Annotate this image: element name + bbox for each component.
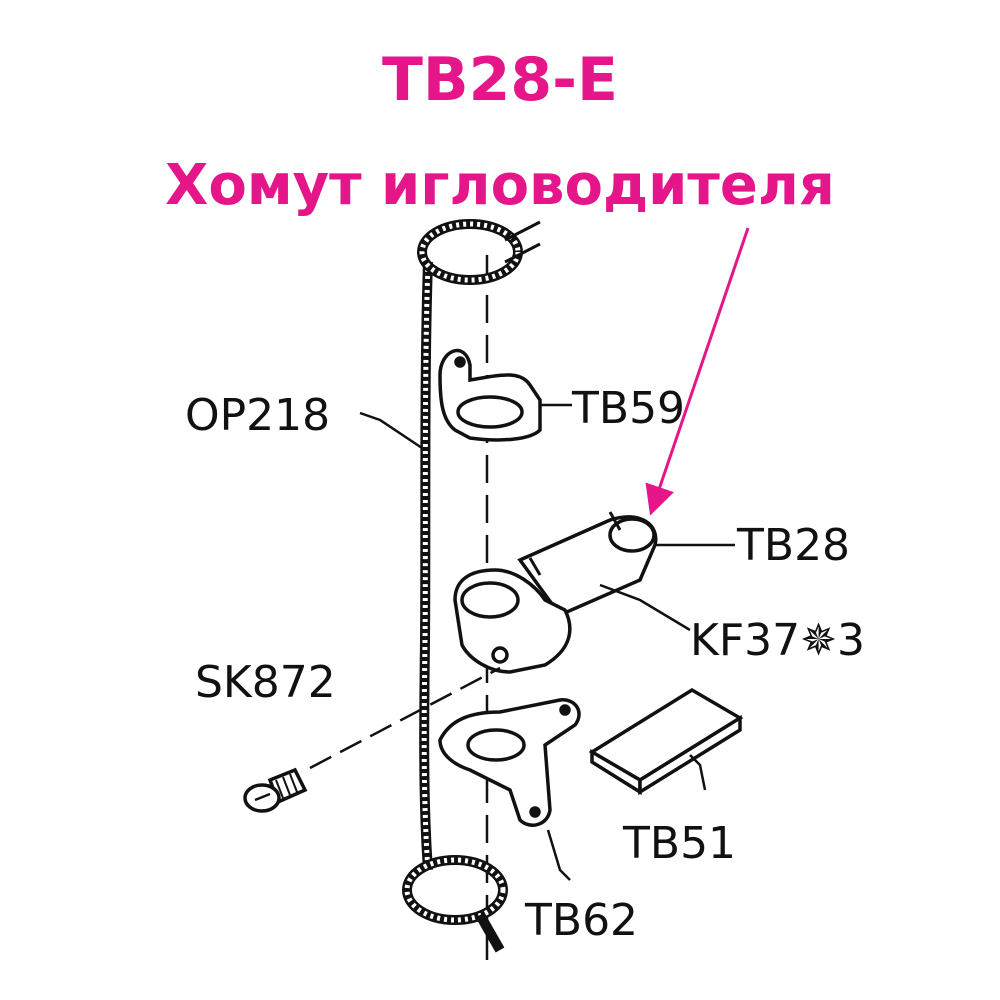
tb62-thread-guide — [438, 698, 581, 827]
tb28-needle-bar-clamp — [453, 511, 658, 674]
label-tb51: TB51 — [622, 818, 736, 869]
tb59-thread-guide — [438, 348, 542, 442]
label-tb28: TB28 — [736, 520, 850, 571]
part-code-title: TB28-E — [381, 45, 619, 115]
label-tb59: TB59 — [571, 383, 685, 434]
tb51-felt-pad — [588, 687, 744, 796]
thread-op218 — [402, 219, 541, 953]
label-kf37: KF37✵3 — [690, 615, 865, 666]
sk872-screw — [243, 767, 308, 813]
part-name-title: Хомут игловодителя — [165, 153, 835, 218]
leader-lines — [309, 403, 735, 881]
label-op218: OP218 — [185, 390, 330, 441]
label-sk872: SK872 — [195, 657, 336, 708]
pointer-arrow — [645, 227, 750, 516]
label-tb62: TB62 — [524, 895, 638, 946]
